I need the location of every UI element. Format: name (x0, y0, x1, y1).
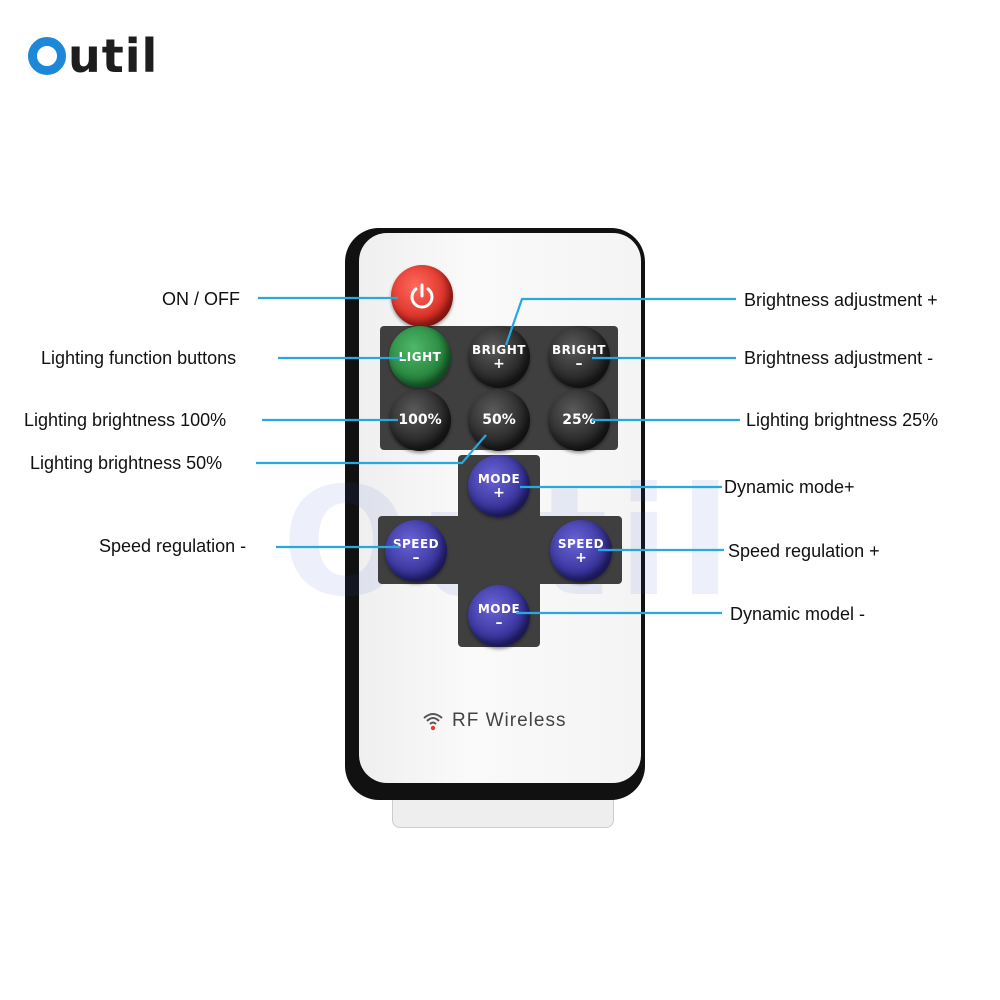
light-button-label: LIGHT (398, 349, 442, 364)
callout-speed-plus: Speed regulation + (728, 541, 880, 561)
callout-mode-plus: Dynamic mode+ (724, 477, 855, 497)
bright-plus-sign: + (493, 355, 505, 372)
light-button[interactable]: LIGHT (389, 326, 451, 388)
brightness-25-button[interactable]: 25% (548, 389, 610, 451)
callout-lighting-function: Lighting function buttons (41, 348, 237, 368)
callout-brightness-50: Lighting brightness 50% (30, 453, 223, 473)
speed-plus-button[interactable]: SPEED + (550, 520, 612, 582)
mode-minus-button[interactable]: MODE – (468, 585, 530, 647)
speed-minus-button[interactable]: SPEED – (385, 520, 447, 582)
mode-minus-label: MODE (477, 601, 521, 616)
callout-brightness-plus: Brightness adjustment + (744, 290, 938, 310)
callout-brightness-25: Lighting brightness 25% (746, 410, 939, 430)
brightness-50-label: 50% (482, 412, 516, 428)
brightness-100-button[interactable]: 100% (389, 389, 451, 451)
mode-plus-label: MODE (477, 471, 521, 486)
speed-minus-label: SPEED (392, 536, 440, 551)
callout-mode-minus: Dynamic model - (730, 604, 866, 624)
callout-on-off: ON / OFF (162, 289, 240, 309)
bright-minus-label: BRIGHT (552, 342, 606, 357)
power-button[interactable] (391, 265, 453, 327)
power-icon (410, 283, 434, 309)
callout-brightness-100: Lighting brightness 100% (24, 410, 227, 430)
rf-wireless-text: RF Wireless (452, 710, 567, 731)
speed-minus-sign: – (412, 549, 420, 566)
bright-plus-label: BRIGHT (472, 342, 526, 357)
brightness-100-label: 100% (398, 412, 442, 428)
brightness-50-button[interactable]: 50% (468, 389, 530, 451)
callout-brightness-minus: Brightness adjustment - (744, 348, 934, 368)
wireless-signal-icon (423, 713, 443, 731)
rf-wireless-label: RF Wireless (422, 710, 566, 732)
speed-plus-label: SPEED (557, 536, 605, 551)
brightness-25-label: 25% (562, 412, 596, 428)
logo-text: util (68, 29, 159, 83)
speed-plus-sign: + (575, 549, 587, 566)
callout-speed-minus: Speed regulation - (99, 536, 247, 556)
mode-plus-button[interactable]: MODE + (468, 455, 530, 517)
brand-logo: util (28, 30, 158, 82)
bright-minus-sign: – (575, 355, 583, 372)
mode-plus-sign: + (493, 484, 505, 501)
bright-minus-button[interactable]: BRIGHT – (548, 326, 610, 388)
logo-o-ring-icon (28, 37, 66, 75)
bright-plus-button[interactable]: BRIGHT + (468, 326, 530, 388)
mode-minus-sign: – (495, 614, 503, 631)
